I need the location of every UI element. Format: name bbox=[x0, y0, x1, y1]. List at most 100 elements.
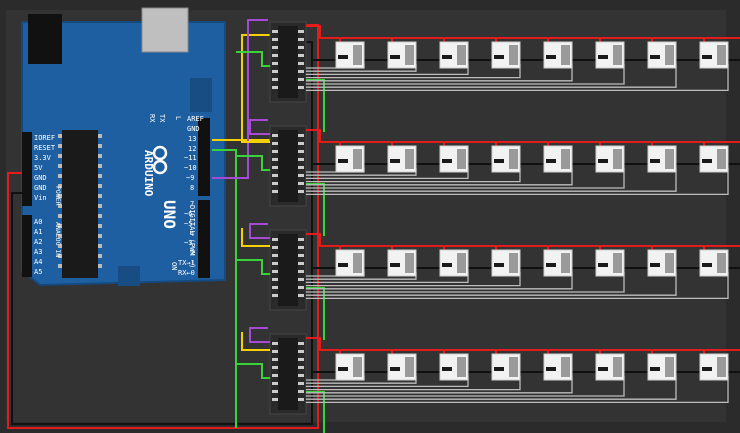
slide-switch[interactable] bbox=[543, 145, 573, 173]
wire-data-chain[interactable] bbox=[241, 124, 270, 143]
switch-slider[interactable] bbox=[665, 253, 674, 273]
switch-slider[interactable] bbox=[509, 149, 518, 169]
slide-switch[interactable] bbox=[335, 249, 365, 277]
switch-slider[interactable] bbox=[405, 253, 414, 273]
switch-slider[interactable] bbox=[613, 253, 622, 273]
wire-clock-branch[interactable] bbox=[236, 51, 270, 67]
switch-slider[interactable] bbox=[509, 45, 518, 65]
switch-signal-wire[interactable] bbox=[306, 376, 677, 400]
switch-slider[interactable] bbox=[665, 149, 674, 169]
wire-clock-branch[interactable] bbox=[306, 79, 325, 132]
slide-switch[interactable] bbox=[491, 249, 521, 277]
slide-switch[interactable] bbox=[439, 145, 469, 173]
switch-slider[interactable] bbox=[613, 357, 622, 377]
slide-switch[interactable] bbox=[647, 145, 677, 173]
slide-switch[interactable] bbox=[595, 145, 625, 173]
switch-power-rail[interactable] bbox=[306, 25, 740, 44]
switch-signal-wire[interactable] bbox=[306, 168, 625, 189]
switch-power-rail[interactable] bbox=[306, 337, 740, 356]
switch-signal-wire[interactable] bbox=[306, 64, 677, 88]
wire-data-chain[interactable] bbox=[241, 332, 270, 351]
wire-latch[interactable] bbox=[212, 19, 268, 179]
switch-slider[interactable] bbox=[717, 253, 726, 273]
slide-switch[interactable] bbox=[595, 249, 625, 277]
switch-slider[interactable] bbox=[457, 357, 466, 377]
slide-switch[interactable] bbox=[699, 41, 729, 69]
wire-clock[interactable] bbox=[212, 149, 237, 428]
wire-data-chain[interactable] bbox=[241, 228, 270, 247]
shift-register-3[interactable] bbox=[269, 229, 307, 311]
switch-slider[interactable] bbox=[353, 357, 362, 377]
switch-slider[interactable] bbox=[457, 253, 466, 273]
slide-switch[interactable] bbox=[335, 145, 365, 173]
switch-slider[interactable] bbox=[405, 357, 414, 377]
switch-signal-wire[interactable] bbox=[306, 272, 521, 287]
switch-slider[interactable] bbox=[353, 253, 362, 273]
switch-slider[interactable] bbox=[509, 253, 518, 273]
switch-slider[interactable] bbox=[665, 357, 674, 377]
switch-slider[interactable] bbox=[353, 149, 362, 169]
switch-signal-wire[interactable] bbox=[306, 64, 729, 92]
slide-switch[interactable] bbox=[699, 145, 729, 173]
slide-switch[interactable] bbox=[647, 249, 677, 277]
slide-switch[interactable] bbox=[543, 353, 573, 381]
slide-switch[interactable] bbox=[647, 41, 677, 69]
switch-signal-wire[interactable] bbox=[306, 168, 729, 196]
switch-power-rail[interactable] bbox=[306, 129, 740, 148]
switch-signal-wire[interactable] bbox=[306, 168, 521, 183]
slide-switch[interactable] bbox=[335, 41, 365, 69]
wire-clock-branch[interactable] bbox=[236, 259, 270, 275]
slide-switch[interactable] bbox=[699, 249, 729, 277]
switch-signal-wire[interactable] bbox=[306, 376, 573, 394]
switch-slider[interactable] bbox=[405, 149, 414, 169]
switch-signal-wire[interactable] bbox=[306, 272, 625, 293]
wire-clock-branch[interactable] bbox=[236, 155, 270, 171]
switch-signal-wire[interactable] bbox=[306, 376, 729, 404]
wire-latch-chain[interactable] bbox=[249, 119, 270, 135]
switch-slider[interactable] bbox=[405, 45, 414, 65]
slide-switch[interactable] bbox=[491, 353, 521, 381]
switch-signal-wire[interactable] bbox=[306, 168, 573, 186]
switch-signal-wire[interactable] bbox=[306, 64, 625, 85]
slide-switch[interactable] bbox=[699, 353, 729, 381]
switch-slider[interactable] bbox=[665, 45, 674, 65]
slide-switch[interactable] bbox=[439, 41, 469, 69]
slide-switch[interactable] bbox=[387, 353, 417, 381]
switch-slider[interactable] bbox=[613, 149, 622, 169]
switch-power-rail[interactable] bbox=[306, 233, 740, 252]
slide-switch[interactable] bbox=[595, 41, 625, 69]
switch-slider[interactable] bbox=[561, 357, 570, 377]
switch-signal-wire[interactable] bbox=[306, 64, 521, 79]
switch-slider[interactable] bbox=[561, 149, 570, 169]
wire-clock-branch[interactable] bbox=[236, 363, 270, 379]
wire-clock-branch[interactable] bbox=[306, 183, 325, 236]
switch-signal-wire[interactable] bbox=[306, 64, 573, 82]
switch-signal-wire[interactable] bbox=[306, 272, 573, 290]
switch-slider[interactable] bbox=[457, 149, 466, 169]
wire-clock-branch[interactable] bbox=[306, 287, 325, 340]
slide-switch[interactable] bbox=[595, 353, 625, 381]
slide-switch[interactable] bbox=[647, 353, 677, 381]
switch-slider[interactable] bbox=[353, 45, 362, 65]
slide-switch[interactable] bbox=[387, 41, 417, 69]
switch-signal-wire[interactable] bbox=[306, 272, 729, 300]
wire-latch-chain[interactable] bbox=[249, 223, 270, 239]
slide-switch[interactable] bbox=[543, 41, 573, 69]
slide-switch[interactable] bbox=[491, 145, 521, 173]
switch-signal-wire[interactable] bbox=[306, 272, 677, 296]
switch-slider[interactable] bbox=[717, 357, 726, 377]
switch-signal-wire[interactable] bbox=[306, 376, 625, 397]
switch-slider[interactable] bbox=[717, 45, 726, 65]
slide-switch[interactable] bbox=[439, 353, 469, 381]
switch-slider[interactable] bbox=[509, 357, 518, 377]
slide-switch[interactable] bbox=[491, 41, 521, 69]
slide-switch[interactable] bbox=[387, 249, 417, 277]
switch-signal-wire[interactable] bbox=[306, 168, 677, 192]
slide-switch[interactable] bbox=[439, 249, 469, 277]
switch-slider[interactable] bbox=[561, 253, 570, 273]
wire-clock-branch[interactable] bbox=[306, 391, 325, 433]
switch-slider[interactable] bbox=[613, 45, 622, 65]
switch-slider[interactable] bbox=[717, 149, 726, 169]
switch-slider[interactable] bbox=[561, 45, 570, 65]
wire-gnd[interactable] bbox=[11, 41, 313, 425]
